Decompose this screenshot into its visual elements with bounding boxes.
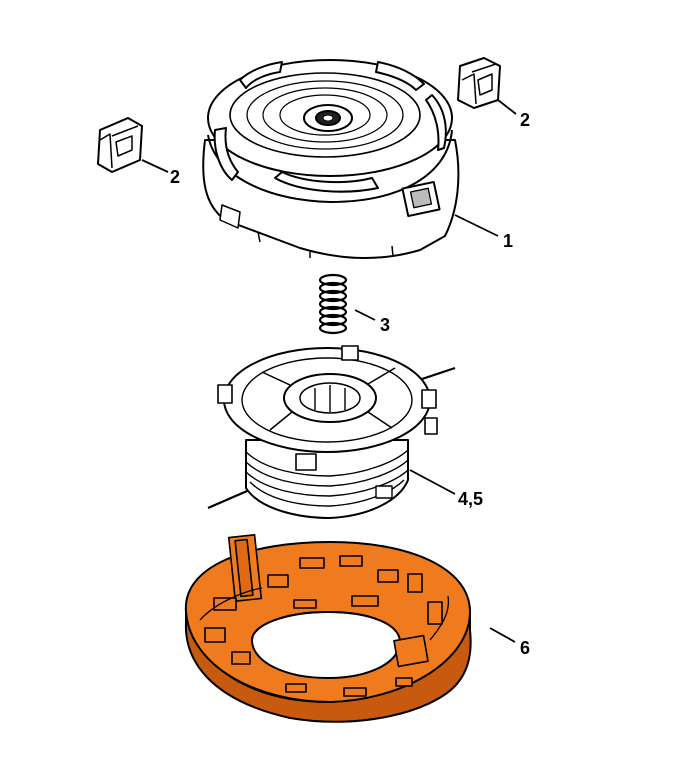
callout-4-5: 4,5: [458, 489, 483, 509]
leader-line-6: [489, 627, 516, 643]
callout-2-right: 2: [520, 110, 530, 130]
callout-2-left: 2: [170, 167, 180, 187]
leader-line-4-5: [409, 469, 456, 495]
leader-line-1: [454, 214, 499, 237]
part-3-spring: [318, 273, 348, 335]
part-1-cover: [202, 59, 460, 259]
leader-line-3: [354, 309, 376, 321]
part-2-eyelet-right: [457, 57, 501, 109]
part-2-eyelet-left: [97, 117, 143, 173]
callout-3: 3: [380, 315, 390, 335]
leader-line-2-left: [141, 159, 169, 173]
part-4-5-spool: [207, 345, 456, 519]
part-6-base-plate: [184, 534, 472, 723]
leader-line-2-right: [497, 99, 517, 115]
callout-6: 6: [520, 638, 530, 658]
callout-1: 1: [503, 231, 513, 251]
leader-lines: [141, 99, 517, 643]
